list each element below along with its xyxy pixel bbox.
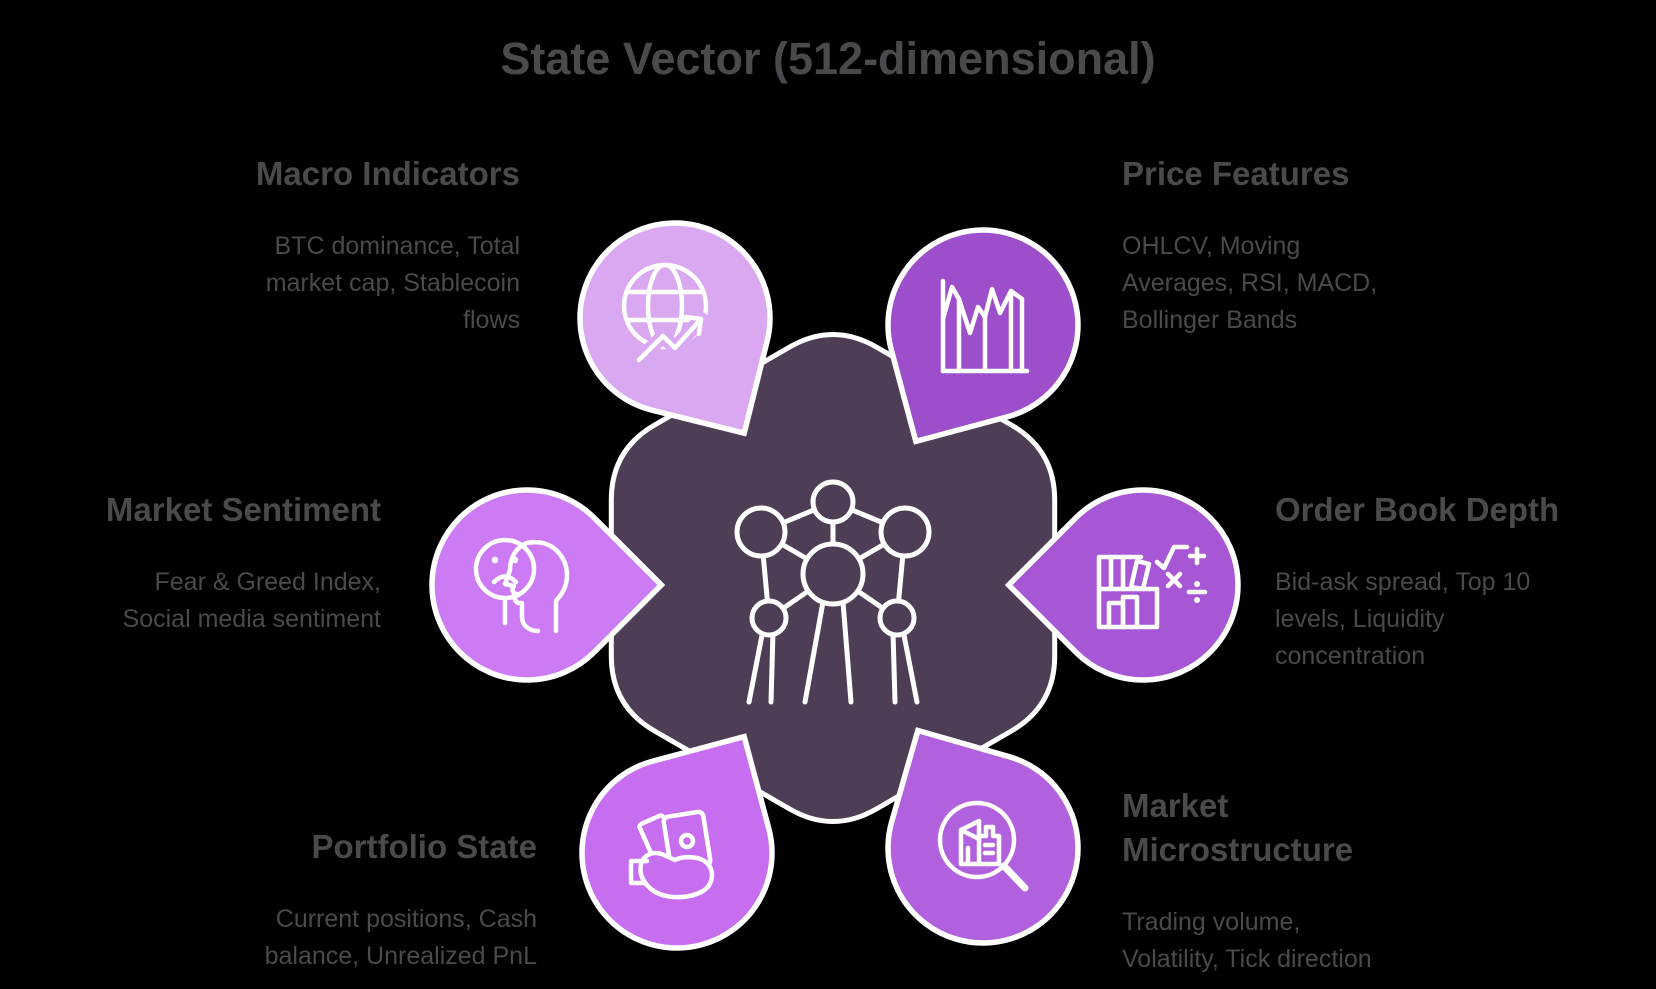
section-macro-indicators: Macro Indicators BTC dominance, Total ma… <box>220 152 520 339</box>
price-body: OHLCV, Moving Averages, RSI, MACD, Bolli… <box>1122 232 1378 334</box>
portfolio-heading: Portfolio State <box>311 828 537 865</box>
page-title: State Vector (512-dimensional) <box>500 33 1156 84</box>
magnifier-factory-icon <box>937 800 1029 892</box>
sentiment-body: Fear & Greed Index, Social media sentime… <box>122 568 381 633</box>
section-order-book-depth: Order Book Depth Bid-ask spread, Top 10 … <box>1275 488 1560 675</box>
micro-heading: Market Microstructure <box>1122 787 1354 868</box>
orderbook-body: Bid-ask spread, Top 10 levels, Liquidity… <box>1275 568 1531 670</box>
petal-macro-indicators <box>577 220 773 437</box>
network-hub-icon <box>734 479 932 705</box>
sentiment-heading: Market Sentiment <box>105 491 381 528</box>
globe-trend-icon <box>621 262 709 367</box>
micro-body: Trading volume, Volatility, Tick directi… <box>1122 908 1372 973</box>
macro-body: BTC dominance, Total market cap, Stablec… <box>265 232 520 334</box>
section-market-microstructure: Market Microstructure Trading volume, Vo… <box>1122 784 1404 978</box>
price-chart-icon <box>940 278 1030 374</box>
sad-face-head-icon <box>473 537 570 634</box>
macro-heading: Macro Indicators <box>255 155 520 192</box>
hand-money-icon <box>628 809 715 900</box>
portfolio-body: Current positions, Cash balance, Unreali… <box>264 905 537 970</box>
petal-market-sentiment <box>429 487 666 683</box>
orderbook-heading: Order Book Depth <box>1275 491 1560 528</box>
section-portfolio-state: Portfolio State Current positions, Cash … <box>237 825 537 975</box>
section-market-sentiment: Market Sentiment Fear & Greed Index, Soc… <box>91 488 381 638</box>
section-price-features: Price Features OHLCV, Moving Averages, R… <box>1122 152 1384 339</box>
bookshelf-math-icon <box>1096 544 1208 630</box>
price-heading: Price Features <box>1122 155 1350 192</box>
